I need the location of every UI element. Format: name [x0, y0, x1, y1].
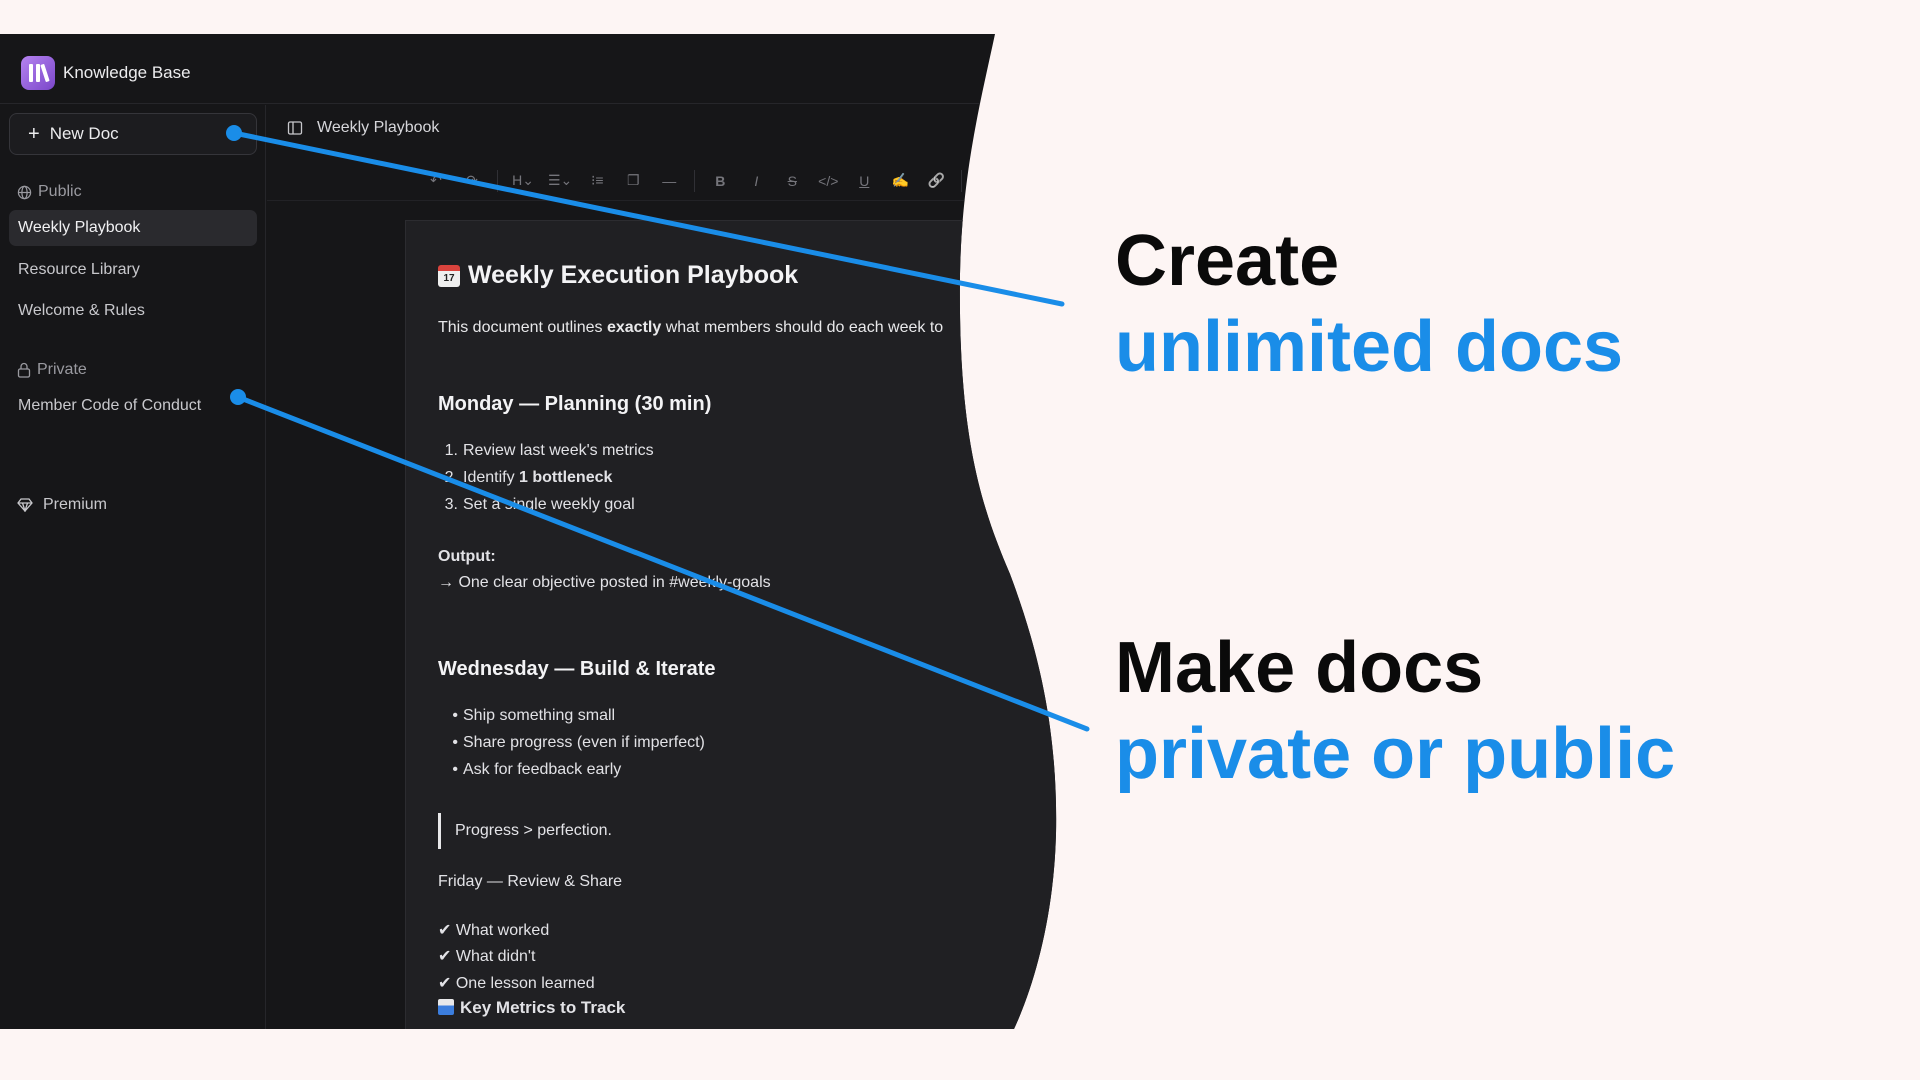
sidebar: + New Doc Public Weekly Playbook Resourc… — [0, 105, 266, 1029]
new-doc-label: New Doc — [49, 124, 119, 143]
document-page[interactable]: 17 Weekly Execution Playbook This docume… — [405, 220, 1110, 1029]
checklist-item: ✔ One lesson learned — [438, 975, 595, 992]
strikethrough-icon[interactable]: S — [787, 172, 797, 189]
callout-private-line2: private or public — [1115, 714, 1676, 795]
code-icon[interactable]: </> — [818, 172, 839, 189]
books-icon[interactable] — [21, 56, 55, 90]
callout-private-line1: Make docs — [1115, 628, 1484, 708]
redo-icon[interactable]: ↷ — [466, 172, 478, 188]
toolbar-divider — [497, 170, 498, 192]
private-section-label: Private — [17, 361, 87, 379]
sidebar-item-resource-library[interactable]: Resource Library — [18, 261, 140, 278]
doc-title: 17 Weekly Execution Playbook — [438, 261, 798, 290]
plus-icon: + — [28, 123, 40, 145]
app-title: Knowledge Base — [63, 63, 191, 82]
list-item: •Ask for feedback early — [452, 761, 622, 778]
callout-create-line2: unlimited docs — [1115, 307, 1624, 388]
superscript-icon[interactable]: x² — [981, 172, 994, 189]
list-item: 2.Identify 1 bottleneck — [444, 469, 613, 486]
horizontal-rule-icon[interactable]: — — [662, 172, 677, 189]
gem-icon — [17, 498, 33, 512]
metrics-heading: Key Metrics to Track — [438, 998, 625, 1018]
undo-icon[interactable]: ↶ — [430, 172, 442, 188]
doc-breadcrumb: Weekly Playbook — [287, 119, 439, 137]
toolbar-divider — [694, 170, 695, 192]
doc-intro: This document outlines exactly what memb… — [438, 319, 944, 336]
doc-tab-title: Weekly Playbook — [317, 119, 440, 136]
app-window: Knowledge Base + New Doc Public Weekly P… — [0, 34, 1110, 1029]
list-item: 3.Set a single weekly goal — [444, 496, 635, 513]
list-item: 1.Review last week's metrics — [444, 442, 654, 459]
italic-icon[interactable]: I — [754, 172, 759, 189]
format-toolbar: ↶ ↷ H⌄ ☰⌄ ⁝≡ ❐ — B I S </> U ✍ 🔗 x² — [267, 161, 1110, 201]
public-section-label: Public — [17, 183, 82, 201]
sidebar-item-member-code-of-conduct[interactable]: Member Code of Conduct — [18, 397, 202, 414]
calendar-icon: 17 — [438, 265, 460, 287]
new-doc-button[interactable]: + New Doc — [9, 113, 257, 155]
checklist-item: ✔ What didn't — [438, 948, 536, 965]
callout-private-public: Make docs private or public — [1115, 625, 1675, 798]
toolbar-divider — [961, 170, 962, 192]
premium-link[interactable]: Premium — [17, 496, 107, 514]
link-icon[interactable]: 🔗 — [927, 172, 945, 188]
block-quote: Progress > perfection. — [438, 813, 612, 849]
sidebar-item-weekly-playbook[interactable]: Weekly Playbook — [9, 210, 257, 246]
lock-icon — [17, 362, 31, 378]
ordered-list-icon[interactable]: ⁝≡ — [590, 172, 604, 188]
globe-icon — [17, 185, 32, 200]
checklist-item: ✔ What worked — [438, 922, 550, 939]
callout-create-docs: Create unlimited docs — [1115, 218, 1623, 391]
editor-area: Weekly Playbook ↶ ↷ H⌄ ☰⌄ ⁝≡ ❐ — B I S <… — [267, 105, 1110, 1029]
block-quote-icon[interactable]: ❐ — [627, 172, 640, 188]
underline-icon[interactable]: U — [859, 172, 870, 189]
heading-dropdown[interactable]: H⌄ — [512, 172, 534, 188]
bullet-list-dropdown[interactable]: ☰⌄ — [548, 172, 573, 188]
callout-create-line1: Create — [1115, 221, 1340, 301]
title-bar: Knowledge Base — [0, 34, 1110, 104]
list-item: •Share progress (even if imperfect) — [452, 734, 705, 751]
bold-icon[interactable]: B — [715, 172, 726, 189]
output-line: → One clear objective posted in #weekly-… — [438, 574, 771, 591]
friday-heading: Friday — Review & Share — [438, 873, 623, 890]
wednesday-heading: Wednesday — Build & Iterate — [438, 658, 716, 680]
list-item: •Ship something small — [452, 707, 616, 724]
monday-heading: Monday — Planning (30 min) — [438, 393, 712, 415]
output-label: Output: — [438, 548, 496, 565]
highlight-icon[interactable]: ✍ — [891, 172, 909, 188]
sidebar-item-welcome-rules[interactable]: Welcome & Rules — [18, 302, 145, 319]
bar-chart-icon — [438, 999, 454, 1015]
sidebar-toggle-icon[interactable] — [287, 120, 303, 136]
